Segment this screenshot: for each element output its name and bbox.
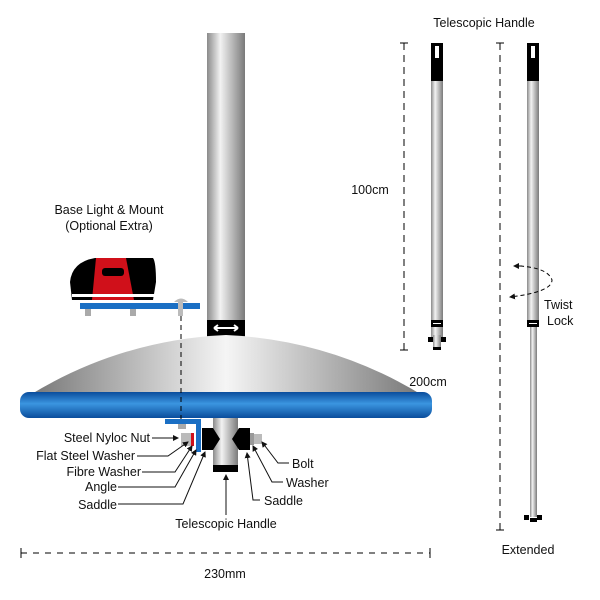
label-washer: Washer: [286, 476, 329, 490]
left-saddle: [202, 428, 220, 450]
bolt: [254, 434, 262, 444]
mount-plate: [80, 303, 200, 309]
fibre-washer: [191, 433, 194, 446]
base-light: [70, 258, 200, 316]
label-fibre-washer: Fibre Washer: [66, 465, 141, 479]
handle-collapsed: [428, 43, 446, 350]
label-angle: Angle: [85, 480, 117, 494]
label-flat-steel-washer: Flat Steel Washer: [36, 449, 135, 463]
width-dimension-line: [20, 548, 431, 558]
short-length-line: [400, 42, 408, 351]
base-light-subtitle: (Optional Extra): [65, 219, 153, 233]
label-saddle-right: Saddle: [264, 494, 303, 508]
right-saddle: [232, 428, 250, 450]
long-length-line: [496, 42, 504, 531]
double-arrow-icon: [213, 324, 239, 332]
long-length: 200cm: [409, 375, 447, 389]
handle-panel-title: Telescopic Handle: [433, 16, 534, 30]
angle-bracket: [165, 419, 201, 452]
main-pole: [207, 33, 245, 395]
twist-lock-label-2: Lock: [547, 314, 574, 328]
label-bolt: Bolt: [292, 457, 314, 471]
handle-extended: [524, 43, 542, 522]
extended-label: Extended: [502, 543, 555, 557]
twist-lock-label-1: Twist: [544, 298, 573, 312]
width-dimension: 230mm: [204, 567, 246, 581]
base-dome: [30, 335, 422, 395]
base-light-title: Base Light & Mount: [54, 203, 164, 217]
nyloc-nut: [181, 433, 191, 446]
label-steel-nyloc-nut: Steel Nyloc Nut: [64, 431, 151, 445]
label-telescopic-handle: Telescopic Handle: [175, 517, 276, 531]
twist-arrow-icon: [509, 265, 553, 300]
base-ring: [20, 392, 432, 418]
short-length: 100cm: [351, 183, 389, 197]
label-saddle-left: Saddle: [78, 498, 117, 512]
